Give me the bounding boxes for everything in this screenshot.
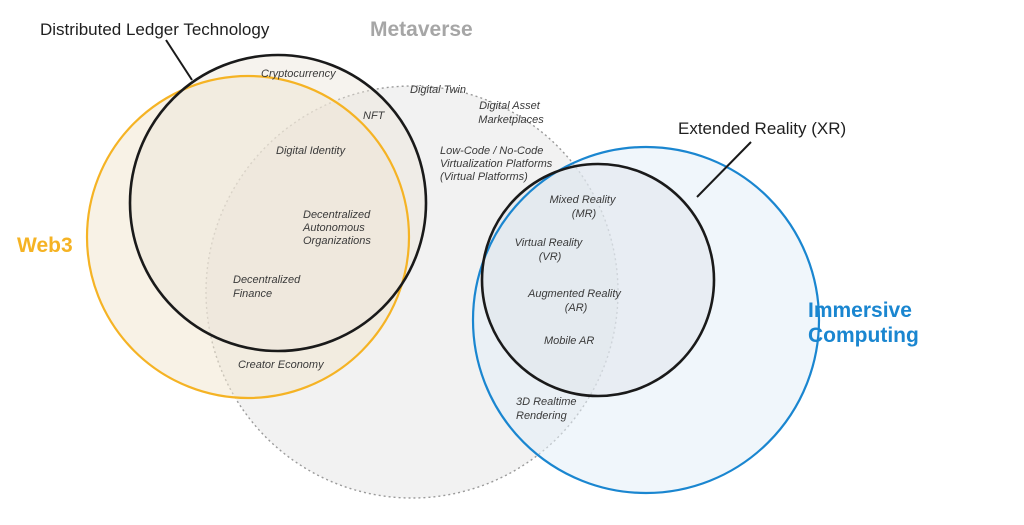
immersive-computing-fill [473,147,819,493]
item-digital-twin: Digital Twin [410,84,466,96]
immersive-computing-circle [471,145,821,495]
distributed-ledger-circle [128,53,428,353]
xr-label: Extended Reality (XR) [678,119,846,138]
item-3d-realtime-rendering: 3D Realtime Rendering [516,396,580,422]
item-nft: NFT [363,110,386,122]
item-creator-economy: Creator Economy [238,359,325,371]
dlt-label: Distributed Ledger Technology [40,20,270,39]
immersive-label-line2: Computing [808,324,919,347]
immersive-label-line1: Immersive [808,299,912,322]
item-digital-asset-marketplaces: Digital Asset Marketplaces [478,100,544,126]
xr-callout-line [696,141,752,198]
dlt-fill [130,55,426,351]
web3-circle [85,74,411,400]
item-mixed-reality: Mixed Reality (MR) [549,194,618,220]
item-augmented-reality: Augmented Reality (AR) [527,288,624,314]
item-virtual-reality: Virtual Reality (VR) [515,237,586,263]
item-low-code-platforms: Low-Code / No-Code Virtualization Platfo… [440,145,555,183]
item-defi: Decentralized Finance [233,274,303,300]
metaverse-label: Metaverse [370,18,473,41]
dlt-callout-line [165,39,193,81]
item-digital-identity: Digital Identity [276,145,347,157]
extended-reality-circle [480,162,716,398]
item-mobile-ar: Mobile AR [544,335,594,347]
web3-fill [87,76,409,398]
item-dao: Decentralized Autonomous Organizations [302,209,373,247]
xr-fill [482,164,714,396]
item-cryptocurrency: Cryptocurrency [261,68,337,80]
web3-label: Web3 [17,234,73,257]
